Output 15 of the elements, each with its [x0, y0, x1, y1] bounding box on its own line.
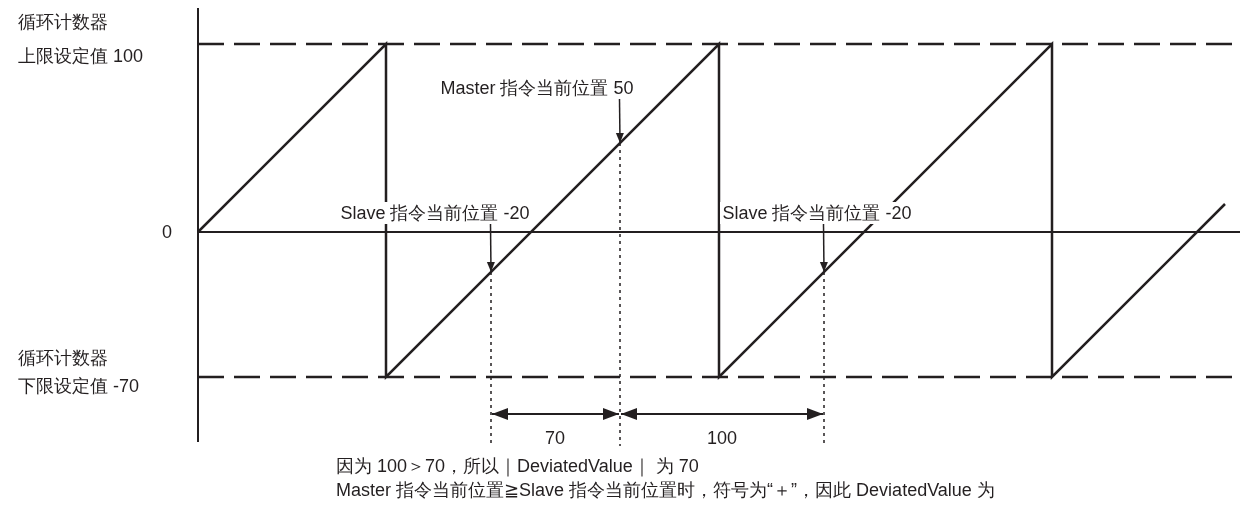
leader-line: [819, 223, 828, 273]
callout-text: Slave 指令当前位置 -20: [338, 202, 532, 224]
note-text: 因为 100＞70，所以｜DeviatedValue｜ 为 70: [336, 455, 699, 477]
note-text: Master 指令当前位置≧Slave 指令当前位置时，符号为“＋”，因此 DeviatedValue 为: [336, 479, 995, 501]
leader-line: [615, 98, 624, 144]
callout-text: Slave 指令当前位置 -20: [720, 202, 914, 224]
axis-label: 上限设定值 100: [18, 45, 144, 67]
dimension-value: 100: [706, 427, 737, 449]
dimension-value: 70: [545, 427, 565, 449]
axis-label: 循环计数器: [18, 347, 108, 369]
leader-line: [486, 223, 495, 273]
callout-text: Master 指令当前位置 50: [438, 77, 636, 99]
axis-label: 循环计数器: [18, 11, 108, 33]
axis-label: 下限设定值 -70: [18, 375, 140, 397]
axis-value: 0: [162, 221, 172, 243]
